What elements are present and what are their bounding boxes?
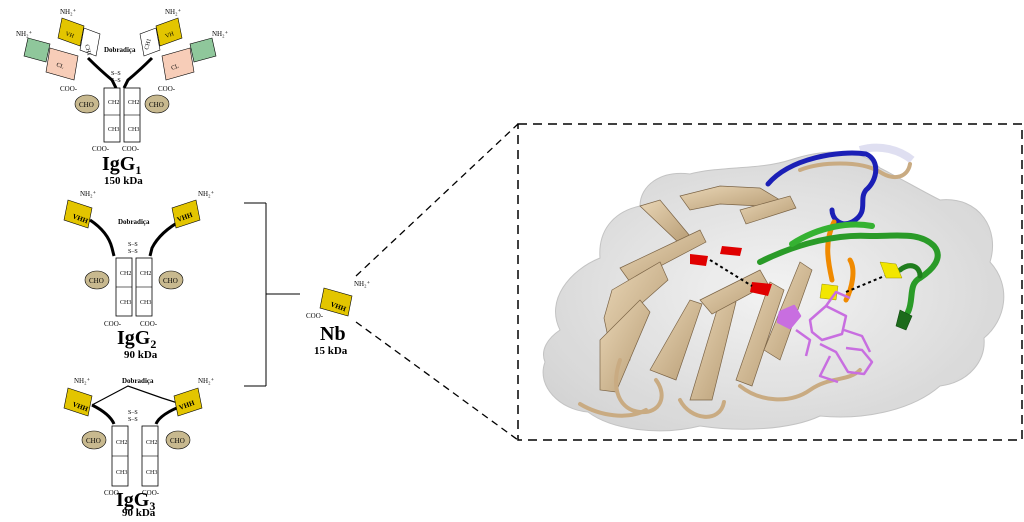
igg2-mass: 90 kDa bbox=[124, 349, 158, 361]
igg1-nh2-left-light: NH₂⁺ bbox=[16, 30, 33, 38]
igg1-title: IgG1 bbox=[102, 153, 141, 177]
igg3-nh2-left: NH₂⁺ bbox=[74, 377, 91, 385]
igg3-coo-fc-l: COO- bbox=[104, 489, 122, 497]
nb-vhh-domain bbox=[319, 287, 353, 317]
nb-nh2: NH₂⁺ bbox=[354, 280, 371, 288]
igg1-vh-left-label: VH bbox=[64, 31, 75, 40]
igg2-cho-left bbox=[84, 270, 110, 290]
igg1-vl-left bbox=[23, 37, 51, 63]
igg3-vhh-right bbox=[173, 387, 203, 417]
igg2-cho-left-label: CHO bbox=[89, 277, 104, 285]
igg3-ch3-r: CH3 bbox=[146, 470, 157, 476]
igg3-cho-left-label: CHO bbox=[86, 437, 101, 445]
zoom-lines bbox=[355, 123, 519, 441]
igg2-coo-fc-l: COO- bbox=[104, 320, 122, 328]
ribbon-loops bbox=[578, 161, 912, 419]
igg3-vhh-left bbox=[63, 387, 93, 417]
nb-coo: COO- bbox=[306, 312, 324, 320]
igg2-title: IgG2 bbox=[117, 327, 156, 351]
igg3-disulfide-1: S–S bbox=[128, 410, 138, 416]
igg1-mass: 150 kDa bbox=[104, 175, 143, 187]
igg3-mass: 90 kDa bbox=[122, 507, 156, 517]
igg3-cho-left bbox=[81, 430, 107, 450]
igg2-vhh-right bbox=[171, 199, 201, 229]
igg2-hinge-label: Dobradiça bbox=[118, 218, 150, 226]
igg2-nh2-left: NH₂⁺ bbox=[80, 190, 97, 198]
igg1-cho-right-label: CHO bbox=[149, 101, 164, 109]
igg2-ch2-l: CH2 bbox=[120, 271, 131, 277]
igg1-ch2-l: CH2 bbox=[108, 100, 119, 106]
igg1-left-fab: VH CH1 CL NH₂⁺ NH₂⁺ COO- bbox=[16, 8, 101, 93]
igg1-nh2-right-heavy: NH₂⁺ bbox=[165, 8, 182, 16]
hydrophobic-residues bbox=[776, 290, 874, 384]
igg1-cl-right-label: CL bbox=[171, 64, 181, 72]
hbond-1 bbox=[709, 259, 753, 287]
igg1-coo-fc-l: COO- bbox=[92, 145, 110, 153]
igg1-coo-right: COO- bbox=[158, 85, 176, 93]
cdr3-loop bbox=[757, 221, 941, 331]
igg2-ch3-r: CH3 bbox=[140, 300, 151, 306]
igg1-ch1-right bbox=[139, 27, 161, 57]
igg1-ch1-left-label: CH1 bbox=[83, 44, 92, 57]
nanobody: VHH NH₂⁺ COO- Nb 15 kDa bbox=[306, 280, 371, 357]
igg1-coo-left: COO- bbox=[60, 85, 78, 93]
igg1-disulfide-2: S–S bbox=[111, 78, 121, 84]
igg2-ch3-l: CH3 bbox=[120, 300, 131, 306]
igg1-cl-left-label: CL bbox=[55, 62, 65, 70]
nb-title: Nb bbox=[320, 323, 346, 345]
igg2-vhh-left bbox=[63, 199, 93, 229]
igg1-vh-right-label: VH bbox=[165, 31, 176, 40]
igg1-ch1-right-label: CH1 bbox=[144, 38, 153, 51]
igg1-antibody: VH CH1 CL NH₂⁺ NH₂⁺ COO- VH CH1 CL NH₂⁺ … bbox=[16, 8, 229, 187]
igg2-cho-right bbox=[158, 270, 184, 290]
igg3-title: IgG3 bbox=[116, 489, 155, 513]
igg1-ch3-r: CH3 bbox=[128, 127, 139, 133]
igg1-disulfide-1: S–S bbox=[111, 71, 121, 77]
igg1-cho-left-label: CHO bbox=[79, 101, 94, 109]
igg3-ch2-r: CH2 bbox=[146, 440, 157, 446]
igg1-vh-left bbox=[57, 17, 85, 47]
igg3-antibody: VHH VHH NH₂⁺ NH₂⁺ Dobradiça S–S S–S CH2 … bbox=[63, 377, 215, 519]
igg2-disulfide-2: S–S bbox=[128, 249, 138, 255]
igg3-ch2-l: CH2 bbox=[116, 440, 127, 446]
igg3-disulfide-2: S–S bbox=[128, 417, 138, 423]
igg1-cho-right bbox=[144, 94, 170, 114]
nb-mass: 15 kDa bbox=[314, 345, 348, 357]
heavy-chain-bracket bbox=[244, 202, 300, 387]
igg1-cho-left bbox=[74, 94, 100, 114]
igg1-ch2-r: CH2 bbox=[128, 100, 139, 106]
igg1-nh2-left-heavy: NH₂⁺ bbox=[60, 8, 77, 16]
igg1-vl-right bbox=[189, 37, 217, 63]
igg2-antibody: VHH VHH NH₂⁺ NH₂⁺ Dobradiça S–S S–S CH2 … bbox=[63, 190, 215, 361]
igg3-coo-fc-r: COO- bbox=[142, 489, 160, 497]
igg3-cho-right bbox=[165, 430, 191, 450]
igg1-cl-right bbox=[161, 47, 195, 81]
igg2-cho-right-label: CHO bbox=[163, 277, 178, 285]
igg3-hinge-label: Dobradiça bbox=[122, 377, 154, 385]
igg1-cl-left bbox=[45, 47, 79, 81]
igg1-right-fab: VH CH1 CL NH₂⁺ NH₂⁺ COO- bbox=[139, 8, 229, 93]
igg1-ch3-l: CH3 bbox=[108, 127, 119, 133]
cysteine-bridge bbox=[690, 246, 772, 296]
structure-panel bbox=[517, 123, 1023, 441]
igg1-vh-right bbox=[155, 17, 183, 47]
igg1-coo-fc-r: COO- bbox=[122, 145, 140, 153]
igg1-nh2-right-light: NH₂⁺ bbox=[212, 30, 229, 38]
igg2-disulfide-1: S–S bbox=[128, 242, 138, 248]
igg3-cho-right-label: CHO bbox=[170, 437, 185, 445]
igg3-nh2-right: NH₂⁺ bbox=[198, 377, 215, 385]
igg2-ch2-r: CH2 bbox=[140, 271, 151, 277]
igg1-hinge-label: Dobradiça bbox=[104, 46, 136, 54]
igg2-coo-fc-r: COO- bbox=[140, 320, 158, 328]
igg2-nh2-right: NH₂⁺ bbox=[198, 190, 215, 198]
igg1-ch1-left bbox=[79, 27, 101, 57]
igg3-ch3-l: CH3 bbox=[116, 470, 127, 476]
